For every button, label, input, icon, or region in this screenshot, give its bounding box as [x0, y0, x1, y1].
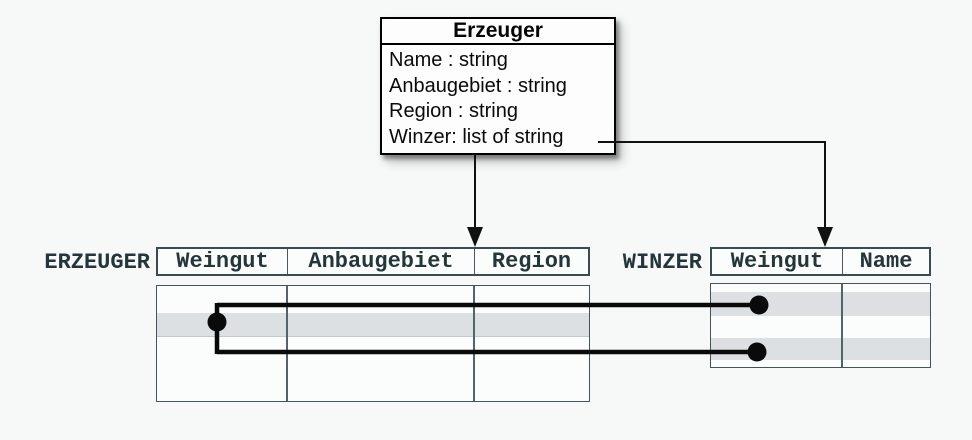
erzeuger-header-cell-anbaugebiet: Anbaugebiet [287, 249, 474, 274]
arrowhead-winzer [817, 227, 833, 247]
winzer-shaded-row-1 [711, 292, 930, 316]
arrow-winzer-attr-to-winzer [598, 141, 833, 247]
class-attribute-winzer: Winzer: list of string [389, 125, 564, 148]
erzeuger-table-label: ERZEUGER [44, 250, 150, 275]
erzeuger-header-cell-region: Region [474, 249, 588, 274]
class-attribute-anbaugebiet: Anbaugebiet : string [389, 74, 567, 97]
winzer-table-body [710, 283, 931, 368]
winzer-column-separator [841, 284, 843, 367]
uml-class-box: Erzeuger Name : string Anbaugebiet : str… [380, 17, 616, 155]
erzeuger-header-cell-weingut: Weingut [176, 249, 269, 274]
class-attribute-list: Name : string Anbaugebiet : string Regio… [382, 45, 614, 150]
class-title: Erzeuger [382, 19, 614, 45]
class-attribute-name: Name : string [389, 49, 508, 71]
winzer-shaded-row-2 [711, 338, 930, 360]
class-attribute-region: Region : string [389, 100, 518, 122]
erzeuger-column-separator-2 [473, 286, 475, 401]
erzeuger-table-body [156, 285, 590, 402]
arrow-class-to-erzeuger [467, 154, 483, 247]
erzeuger-column-separator-1 [286, 286, 288, 401]
winzer-header-cell-name: Name [842, 249, 929, 274]
arrowhead-erzeuger [467, 227, 483, 247]
winzer-table-header: Weingut Name [710, 247, 931, 276]
winzer-header-cell-weingut: Weingut [730, 249, 824, 274]
erzeuger-shaded-row [157, 313, 589, 337]
winzer-table-label: WINZER [622, 250, 702, 275]
erzeuger-table-header: Weingut Anbaugebiet Region [156, 247, 590, 276]
